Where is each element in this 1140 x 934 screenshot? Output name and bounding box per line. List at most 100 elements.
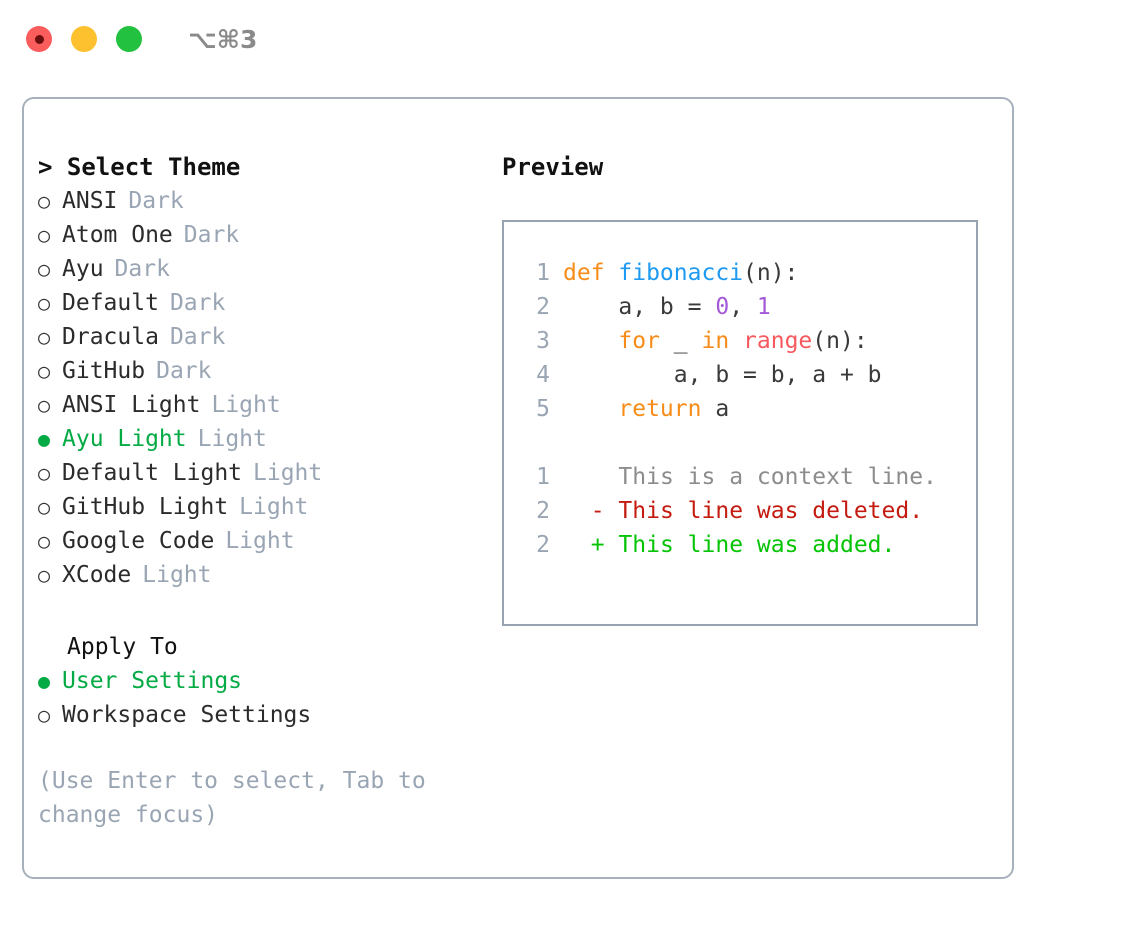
code-token-plain: a, b = b, a + b	[563, 362, 882, 388]
diff-line-number: 1	[536, 464, 550, 490]
code-line: 2 a, b = 0, 1	[520, 290, 976, 324]
minimize-button[interactable]	[71, 26, 97, 52]
diff-line-ctx: 1 This is a context line.	[520, 460, 976, 494]
diff-text: This is a context line.	[618, 464, 937, 490]
radio-empty-icon: ○	[38, 529, 51, 553]
code-token-kw: def	[563, 260, 619, 286]
theme-option-tag: Light	[211, 392, 281, 418]
code-token-plain: a, b =	[563, 294, 716, 320]
code-token-kw: return	[618, 396, 702, 422]
radio-empty-icon: ○	[38, 461, 51, 485]
apply-to-list: ●User Settings ○ Workspace Settings	[38, 664, 488, 732]
apply-to-heading: Apply To	[67, 634, 178, 660]
code-token-num: 1	[756, 294, 771, 320]
apply-to-option-label: User Settings	[62, 668, 243, 694]
theme-option-tag: Light	[239, 494, 309, 520]
radio-empty-icon: ○	[38, 291, 51, 315]
code-line-number: 5	[536, 396, 550, 422]
theme-option[interactable]: ○ Dracula Dark	[38, 320, 488, 354]
close-icon	[34, 34, 44, 44]
radio-empty-icon: ○	[38, 359, 51, 383]
code-line: 4 a, b = b, a + b	[520, 358, 976, 392]
theme-option-label: GitHub Light	[62, 494, 229, 520]
theme-option-tag: Dark	[114, 256, 170, 282]
code-line: 3 for _ in range(n):	[520, 324, 976, 358]
diff-line-del: 2 - This line was deleted.	[520, 494, 976, 528]
code-line-content: a, b = b, a + b	[563, 358, 882, 392]
theme-option-label: XCode	[62, 562, 132, 588]
theme-option-label: Ayu Light	[62, 426, 187, 452]
apply-to-option[interactable]: ○ Workspace Settings	[38, 698, 488, 732]
apply-to-option-label: Workspace Settings	[62, 702, 312, 728]
code-line-number: 2	[536, 294, 550, 320]
diff-text: This line was deleted.	[618, 498, 924, 524]
code-line-content: a, b = 0, 1	[563, 290, 771, 324]
theme-option[interactable]: ○ Default Light Light	[38, 456, 488, 490]
code-line: 5 return a	[520, 392, 976, 426]
theme-option-tag: Light	[197, 426, 267, 452]
window-titlebar: ⌥⌘3	[0, 0, 1140, 78]
theme-option[interactable]: ○ Ayu Dark	[38, 252, 488, 286]
select-theme-heading: > Select Theme	[38, 153, 241, 181]
theme-option-tag: Dark	[183, 222, 240, 248]
code-token-plain: ,	[729, 294, 757, 320]
code-line-content: def fibonacci(n):	[563, 256, 798, 290]
diff-line-content: + This line was added.	[563, 528, 896, 562]
theme-option[interactable]: ○ XCode Light	[38, 558, 488, 592]
code-line-content: return a	[563, 392, 729, 426]
code-line-number: 1	[536, 260, 550, 286]
theme-option-tag: Light	[142, 562, 212, 588]
diff-sample: 1 This is a context line.2 - This line w…	[520, 460, 976, 562]
diff-sign: -	[590, 498, 605, 524]
code-token-call: range	[743, 328, 813, 354]
preview-heading: Preview	[502, 153, 604, 181]
diff-line-content: - This line was deleted.	[563, 494, 923, 528]
apply-to-option[interactable]: ●User Settings	[38, 664, 488, 698]
diff-line-content: This is a context line.	[563, 460, 937, 494]
theme-option-tag: Dark	[169, 324, 226, 350]
zoom-button[interactable]	[116, 26, 142, 52]
code-line-content: for _ in range(n):	[563, 324, 868, 358]
code-token-plain: _	[659, 328, 702, 354]
theme-option-label: Dracula	[62, 324, 159, 350]
theme-option-label: Default Light	[62, 460, 243, 486]
code-token-kw: for	[618, 328, 660, 354]
radio-empty-icon: ○	[38, 325, 51, 349]
keyboard-shortcut-label: ⌥⌘3	[188, 24, 258, 54]
code-token-plain: a	[701, 396, 730, 422]
radio-empty-icon: ○	[38, 257, 51, 281]
theme-option-label: Atom One	[62, 222, 173, 248]
section-spacer	[38, 592, 488, 630]
theme-option-label: Ayu	[62, 256, 104, 282]
theme-option-tag: Dark	[156, 358, 212, 384]
radio-empty-icon: ○	[38, 563, 51, 587]
diff-sign	[591, 464, 605, 490]
code-token-plain	[563, 328, 618, 354]
code-token-plain: (n):	[812, 328, 868, 354]
diff-sign: +	[590, 532, 605, 558]
theme-option-tag: Dark	[169, 290, 226, 316]
theme-option-tag: Light	[253, 460, 323, 486]
code-token-fn: fibonacci	[618, 260, 744, 286]
diff-line-add: 2 + This line was added.	[520, 528, 976, 562]
window-controls	[26, 26, 142, 52]
close-button[interactable]	[26, 26, 52, 52]
code-token-kw: in	[701, 328, 730, 354]
radio-empty-icon: ○	[38, 703, 51, 727]
code-token-plain: (n):	[743, 260, 799, 286]
code-diff-spacer	[520, 426, 976, 460]
diff-line-number: 2	[536, 498, 550, 524]
